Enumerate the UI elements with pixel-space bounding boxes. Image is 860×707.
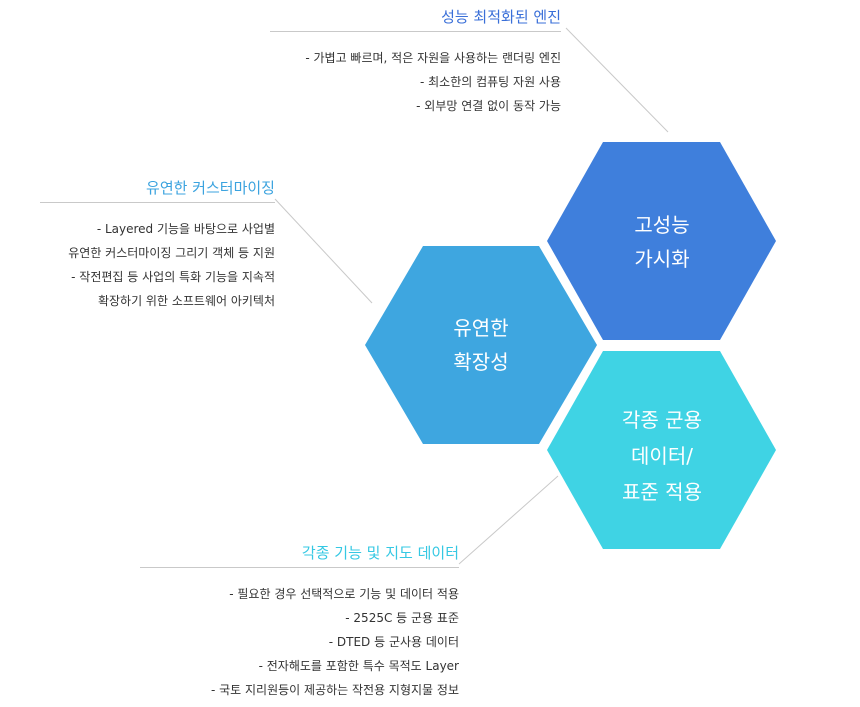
list-item: - 2525C 등 군용 표준 xyxy=(345,611,459,625)
hexagon-visualization: 고성능 가시화 xyxy=(547,142,776,340)
feature-customizing-list: - Layered 기능을 바탕으로 사업별 유연한 커스터마이징 그리기 객체… xyxy=(40,217,275,313)
hexagon-visualization-label-2: 가시화 xyxy=(634,247,689,271)
hexagon-standards: 각종 군용 데이터/ 표준 적용 xyxy=(547,351,776,549)
list-item: - 필요한 경우 선택적으로 기능 및 데이터 적용 xyxy=(229,587,459,601)
hexagon-standards-label-3: 표준 적용 xyxy=(622,480,702,504)
list-item: - 전자해도를 포함한 특수 목적도 Layer xyxy=(258,659,459,673)
feature-performance-title: 성능 최적화된 엔진 xyxy=(441,8,561,26)
feature-layers-list: - 필요한 경우 선택적으로 기능 및 데이터 적용 - 2525C 등 군용 … xyxy=(140,582,459,702)
feature-layers: 각종 기능 및 지도 데이터 - 필요한 경우 선택적으로 기능 및 데이터 적… xyxy=(140,542,459,702)
hexagon-visualization-label-1: 고성능 xyxy=(634,213,689,237)
hexagon-extensibility-label-1: 유연한 xyxy=(453,316,508,340)
divider xyxy=(40,202,275,203)
list-item: - DTED 등 군사용 데이터 xyxy=(328,635,459,649)
list-item: - Layered 기능을 바탕으로 사업별 xyxy=(96,222,275,236)
connector-line-performance xyxy=(565,27,669,133)
list-item: - 국토 지리원등이 제공하는 작전용 지형지물 정보 xyxy=(210,683,459,697)
feature-performance-list: - 가볍고 빠르며, 적은 자원을 사용하는 랜더링 엔진 - 최소한의 컴퓨팅… xyxy=(270,46,561,118)
hexagon-extensibility: 유연한 확장성 xyxy=(365,246,597,444)
list-item: 유연한 커스터마이징 그리기 객체 등 지원 xyxy=(68,246,275,260)
feature-performance: 성능 최적화된 엔진 - 가볍고 빠르며, 적은 자원을 사용하는 랜더링 엔진… xyxy=(270,6,561,118)
hexagon-standards-label-2: 데이터/ xyxy=(631,444,693,468)
list-item: - 가볍고 빠르며, 적은 자원을 사용하는 랜더링 엔진 xyxy=(305,51,561,65)
feature-layers-title: 각종 기능 및 지도 데이터 xyxy=(301,544,459,562)
connector-line-layers xyxy=(458,475,559,565)
connector-line-customizing xyxy=(274,198,373,304)
divider xyxy=(140,567,459,568)
list-item: - 외부망 연결 없이 동작 가능 xyxy=(416,99,561,113)
hexagon-standards-label-1: 각종 군용 xyxy=(622,408,702,432)
list-item: 확장하기 위한 소프트웨어 아키텍처 xyxy=(97,294,275,308)
feature-customizing: 유연한 커스터마이징 - Layered 기능을 바탕으로 사업별 유연한 커스… xyxy=(40,177,275,313)
feature-customizing-title: 유연한 커스터마이징 xyxy=(146,179,275,197)
list-item: - 작전편집 등 사업의 특화 기능을 지속적 xyxy=(71,270,275,284)
list-item: - 최소한의 컴퓨팅 자원 사용 xyxy=(419,75,561,89)
hexagon-extensibility-label-2: 확장성 xyxy=(453,350,508,374)
divider xyxy=(270,31,561,32)
